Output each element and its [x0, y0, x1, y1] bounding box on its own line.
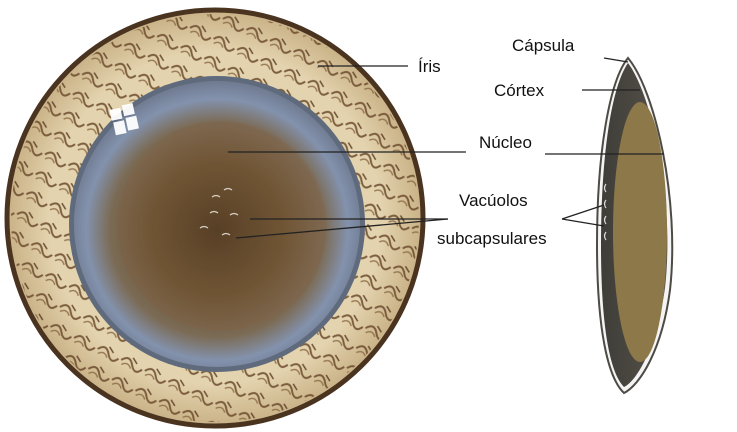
- label-cortex: Córtex: [494, 81, 545, 100]
- label-iris: Íris: [418, 57, 441, 76]
- nucleus-side: [613, 102, 667, 362]
- label-vacuoles-line2: subcapsulares: [437, 229, 547, 248]
- label-vacuoles-line1: Vacúolos: [459, 191, 528, 210]
- front-view: [7, 10, 423, 426]
- capsule-leader-line: [604, 58, 628, 62]
- label-nucleus: Núcleo: [479, 133, 532, 152]
- side-view: [597, 58, 672, 393]
- label-capsule: Cápsula: [512, 36, 575, 55]
